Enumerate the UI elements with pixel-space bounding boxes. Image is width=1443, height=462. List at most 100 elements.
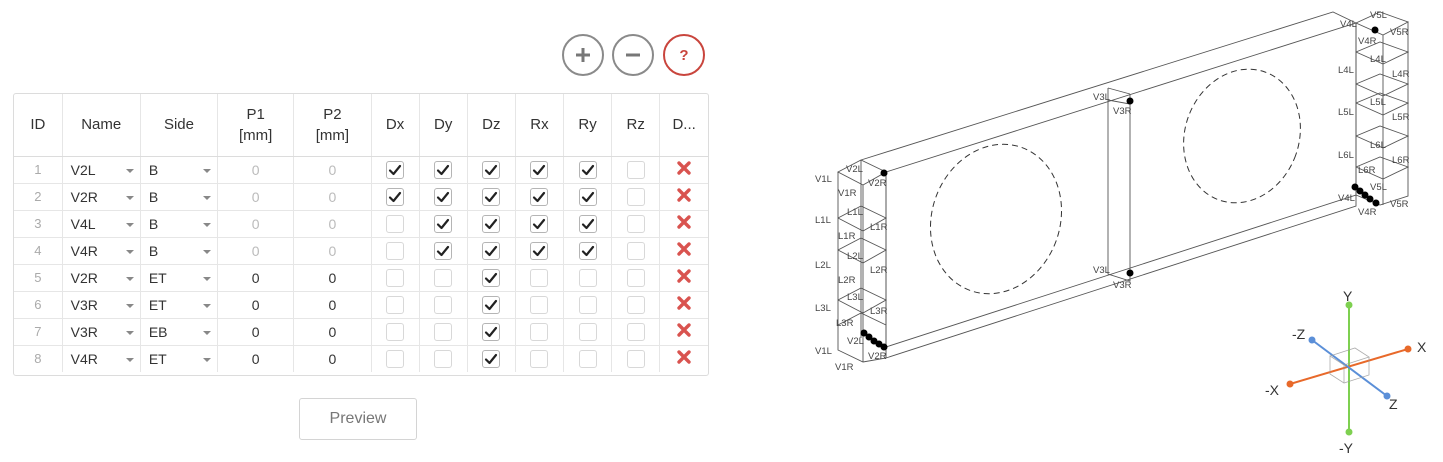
dy-checkbox[interactable] xyxy=(434,295,453,314)
dy-checkbox[interactable] xyxy=(434,214,453,233)
x-neg-handle[interactable] xyxy=(1286,380,1294,388)
rz-checkbox[interactable] xyxy=(626,322,645,341)
dx-checkbox[interactable] xyxy=(386,295,405,314)
header-delete[interactable]: D... xyxy=(659,94,708,157)
side-select[interactable]: ET xyxy=(140,264,219,292)
rx-checkbox[interactable] xyxy=(530,295,549,314)
rx-checkbox[interactable] xyxy=(530,160,549,179)
model-viewer[interactable]: V2L V2R V1L V1R L1L L1R L1L L1R L2L L2R … xyxy=(800,0,1443,462)
name-select[interactable]: V3R xyxy=(62,318,141,346)
rz-checkbox[interactable] xyxy=(626,268,645,287)
rx-checkbox[interactable] xyxy=(530,214,549,233)
ry-checkbox[interactable] xyxy=(578,295,597,314)
rz-checkbox[interactable] xyxy=(626,214,645,233)
header-p2[interactable]: P2[mm] xyxy=(293,94,372,157)
header-rx[interactable]: Rx xyxy=(515,94,565,157)
side-select[interactable]: B xyxy=(140,183,219,211)
ry-checkbox[interactable] xyxy=(578,160,597,179)
dx-checkbox[interactable] xyxy=(386,322,405,341)
name-select[interactable]: V4R xyxy=(62,237,141,265)
dx-checkbox[interactable] xyxy=(386,349,405,368)
side-select[interactable]: B xyxy=(140,237,219,265)
name-select[interactable]: V4L xyxy=(62,210,141,238)
delete-icon[interactable] xyxy=(676,322,692,341)
header-p1[interactable]: P1[mm] xyxy=(217,94,295,157)
z-pos-handle[interactable] xyxy=(1383,392,1391,400)
delete-icon[interactable] xyxy=(676,160,692,179)
header-dz[interactable]: Dz xyxy=(467,94,516,157)
dz-checkbox[interactable] xyxy=(482,349,501,368)
rz-checkbox[interactable] xyxy=(626,349,645,368)
dy-checkbox[interactable] xyxy=(434,268,453,287)
dx-checkbox[interactable] xyxy=(386,214,405,233)
side-select[interactable]: ET xyxy=(140,291,219,319)
dz-checkbox[interactable] xyxy=(482,187,501,206)
preview-button[interactable]: Preview xyxy=(299,398,417,440)
ry-checkbox[interactable] xyxy=(578,241,597,260)
rz-checkbox[interactable] xyxy=(626,187,645,206)
header-name[interactable]: Name xyxy=(62,94,141,157)
side-select[interactable]: ET xyxy=(140,345,219,372)
rx-checkbox[interactable] xyxy=(530,322,549,341)
p2-field[interactable]: 0 xyxy=(293,183,372,211)
name-select[interactable]: V2L xyxy=(62,156,141,184)
dz-checkbox[interactable] xyxy=(482,214,501,233)
p2-field[interactable]: 0 xyxy=(293,237,372,265)
name-select[interactable]: V2R xyxy=(62,264,141,292)
add-row-button[interactable] xyxy=(562,34,604,76)
p1-field[interactable]: 0 xyxy=(217,345,295,372)
y-pos-handle[interactable] xyxy=(1345,301,1353,309)
p2-field[interactable]: 0 xyxy=(293,156,372,184)
header-ry[interactable]: Ry xyxy=(563,94,613,157)
side-select[interactable]: EB xyxy=(140,318,219,346)
p1-field[interactable]: 0 xyxy=(217,318,295,346)
header-rz[interactable]: Rz xyxy=(611,94,661,157)
delete-icon[interactable] xyxy=(676,241,692,260)
p1-field[interactable]: 0 xyxy=(217,291,295,319)
p1-field[interactable]: 0 xyxy=(217,264,295,292)
dz-checkbox[interactable] xyxy=(482,241,501,260)
dy-checkbox[interactable] xyxy=(434,187,453,206)
rx-checkbox[interactable] xyxy=(530,241,549,260)
rz-checkbox[interactable] xyxy=(626,295,645,314)
header-dx[interactable]: Dx xyxy=(371,94,420,157)
p2-field[interactable]: 0 xyxy=(293,318,372,346)
p2-field[interactable]: 0 xyxy=(293,291,372,319)
dz-checkbox[interactable] xyxy=(482,160,501,179)
p1-field[interactable]: 0 xyxy=(217,237,295,265)
p1-field[interactable]: 0 xyxy=(217,210,295,238)
rx-checkbox[interactable] xyxy=(530,187,549,206)
x-pos-handle[interactable] xyxy=(1404,345,1412,353)
name-select[interactable]: V4R xyxy=(62,345,141,372)
dz-checkbox[interactable] xyxy=(482,295,501,314)
p1-field[interactable]: 0 xyxy=(217,183,295,211)
ry-checkbox[interactable] xyxy=(578,268,597,287)
delete-icon[interactable] xyxy=(676,187,692,206)
remove-row-button[interactable] xyxy=(612,34,654,76)
name-select[interactable]: V3R xyxy=(62,291,141,319)
delete-icon[interactable] xyxy=(676,268,692,287)
name-select[interactable]: V2R xyxy=(62,183,141,211)
header-side[interactable]: Side xyxy=(140,94,219,157)
rz-checkbox[interactable] xyxy=(626,160,645,179)
ry-checkbox[interactable] xyxy=(578,322,597,341)
rx-checkbox[interactable] xyxy=(530,268,549,287)
ry-checkbox[interactable] xyxy=(578,214,597,233)
ry-checkbox[interactable] xyxy=(578,349,597,368)
p2-field[interactable]: 0 xyxy=(293,345,372,372)
delete-icon[interactable] xyxy=(676,349,692,368)
rx-checkbox[interactable] xyxy=(530,349,549,368)
dy-checkbox[interactable] xyxy=(434,322,453,341)
header-dy[interactable]: Dy xyxy=(419,94,468,157)
dx-checkbox[interactable] xyxy=(386,241,405,260)
dx-checkbox[interactable] xyxy=(386,187,405,206)
delete-icon[interactable] xyxy=(676,214,692,233)
dy-checkbox[interactable] xyxy=(434,241,453,260)
side-select[interactable]: B xyxy=(140,210,219,238)
p1-field[interactable]: 0 xyxy=(217,156,295,184)
dx-checkbox[interactable] xyxy=(386,268,405,287)
header-id[interactable]: ID xyxy=(14,94,63,157)
p2-field[interactable]: 0 xyxy=(293,210,372,238)
side-select[interactable]: B xyxy=(140,156,219,184)
rz-checkbox[interactable] xyxy=(626,241,645,260)
